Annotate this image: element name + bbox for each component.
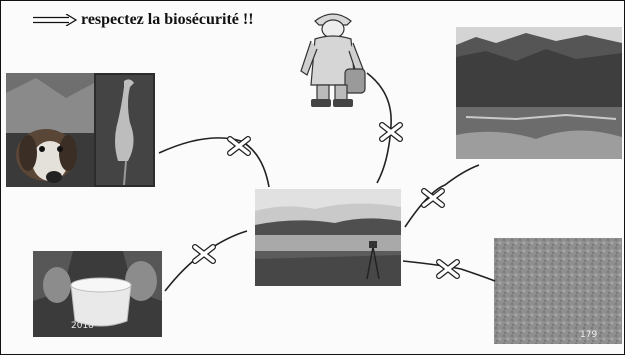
link-dog-heron xyxy=(159,138,269,187)
link-bowl xyxy=(165,231,247,291)
cross-mark-icon xyxy=(195,247,213,261)
cross-mark-icon xyxy=(439,262,457,276)
link-lake xyxy=(405,165,479,227)
